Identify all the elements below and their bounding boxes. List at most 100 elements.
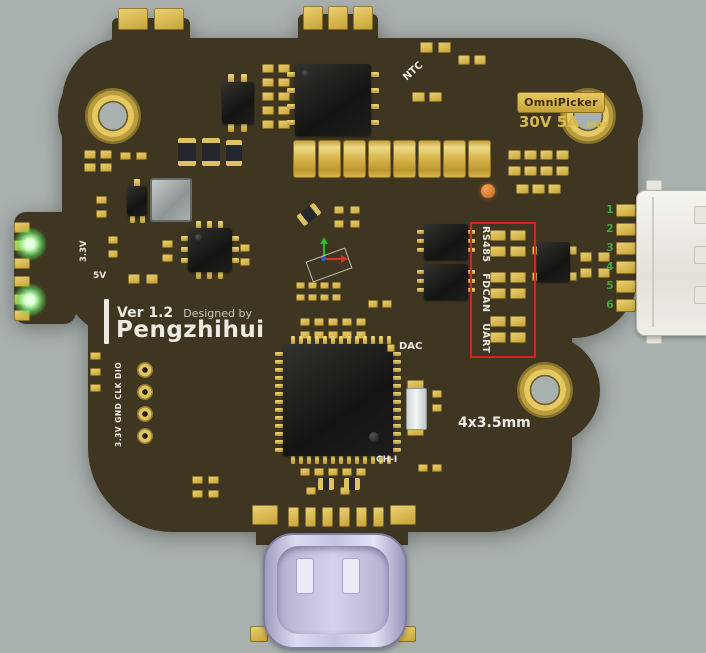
smd-pad — [14, 258, 30, 269]
shielded-inductor — [150, 178, 192, 222]
chip-pin — [392, 376, 401, 380]
smd-pad — [429, 92, 442, 102]
smd-pad — [303, 6, 323, 30]
mounting-spec-label: 4x3.5mm — [458, 415, 531, 431]
smd-pad — [432, 464, 442, 472]
smd-pad — [334, 220, 344, 228]
smd-pad — [300, 331, 310, 339]
chip-pin — [228, 123, 234, 132]
smd-pad — [356, 468, 366, 476]
smd-pad — [390, 505, 416, 525]
chip-pin — [231, 247, 239, 252]
axis-marker-green-arrowhead — [320, 237, 328, 244]
chip-pin — [140, 215, 145, 223]
chip-pin — [392, 432, 401, 436]
chip-pin — [241, 74, 247, 83]
ic-sop-chip — [222, 82, 254, 124]
chip-pin — [134, 179, 140, 187]
resistor-component — [178, 138, 196, 166]
smd-pad — [373, 507, 384, 527]
smd-pad — [314, 331, 324, 339]
smd-pad — [128, 274, 140, 284]
chip-pin — [370, 72, 379, 77]
chip-pin — [287, 88, 296, 93]
smd-pad — [154, 8, 184, 30]
mounting-hole-bottom-right — [517, 362, 573, 418]
chip-pin — [392, 384, 401, 388]
capacitor — [418, 140, 441, 178]
chip-pin — [331, 336, 335, 345]
smd-pad — [616, 242, 636, 255]
smd-pad — [580, 268, 592, 278]
interface-labels: RS485 FDCAN UART — [480, 226, 491, 354]
chip-pin — [331, 455, 335, 464]
smd-pad — [146, 274, 158, 284]
power-rating-max: max — [587, 120, 609, 130]
smd-pad — [616, 261, 636, 274]
smd-pad — [490, 246, 506, 257]
chip-pin — [355, 336, 359, 345]
product-badge: OmniPicker — [517, 92, 605, 113]
smd-pad — [508, 150, 521, 160]
chip-pin — [231, 236, 239, 241]
smd-pad — [524, 150, 537, 160]
smd-pad — [567, 246, 577, 255]
smd-pad — [490, 288, 506, 299]
chip-pin — [275, 360, 284, 364]
orange-led-component — [481, 184, 495, 198]
smd-pad — [278, 78, 290, 87]
jst-connector-latch-1 — [694, 206, 706, 224]
power-rating: 30V 5A — [519, 113, 579, 131]
resistor-component — [202, 138, 220, 166]
smd-pad — [474, 55, 486, 65]
chip-pin — [181, 258, 189, 263]
chip-pin — [392, 400, 401, 404]
smd-pad — [262, 120, 274, 129]
designed-by-label: Designed by — [183, 307, 252, 320]
smd-pad — [490, 230, 506, 241]
smd-pad — [412, 92, 425, 102]
smd-pad — [262, 92, 274, 101]
capacitor — [443, 140, 466, 178]
designer-name: Pengzhihui — [116, 317, 265, 343]
dac-label: DAC — [399, 341, 423, 352]
smd-pad — [556, 150, 569, 160]
smd-pad — [252, 505, 278, 525]
chip-pin — [379, 455, 383, 464]
smd-pad — [438, 42, 451, 53]
smd-pad — [382, 300, 392, 308]
smd-pad — [532, 184, 545, 194]
chip-pin — [291, 336, 295, 345]
chip-pin — [379, 336, 383, 345]
chip-pin — [417, 230, 425, 234]
smd-pad — [262, 64, 274, 73]
chip-pin — [275, 448, 284, 452]
smd-pad — [278, 64, 290, 73]
chip-pin — [392, 424, 401, 428]
chip-pin — [299, 336, 303, 345]
smd-pad — [118, 8, 148, 30]
smd-pad — [136, 152, 147, 160]
chip-pin — [363, 336, 367, 345]
chip-pin — [392, 352, 401, 356]
smd-pad — [516, 184, 529, 194]
smd-pad — [458, 55, 470, 65]
chip-pin — [339, 455, 343, 464]
version-line: Ver 1.2 Designed by — [117, 302, 252, 321]
capacitor — [468, 140, 491, 178]
smd-pad — [240, 258, 250, 266]
chip-pin — [299, 455, 303, 464]
chip-pin — [392, 360, 401, 364]
chip-pin — [339, 336, 343, 345]
led-glow-top — [13, 227, 47, 261]
smd-pad — [548, 184, 561, 194]
chip-pin — [275, 416, 284, 420]
chip-pin — [275, 352, 284, 356]
ic-transceiver-chip-2 — [424, 264, 468, 300]
smd-pad — [616, 223, 636, 236]
smd-pad — [208, 476, 219, 484]
smd-pad — [14, 310, 30, 321]
chip-pin — [347, 336, 351, 345]
